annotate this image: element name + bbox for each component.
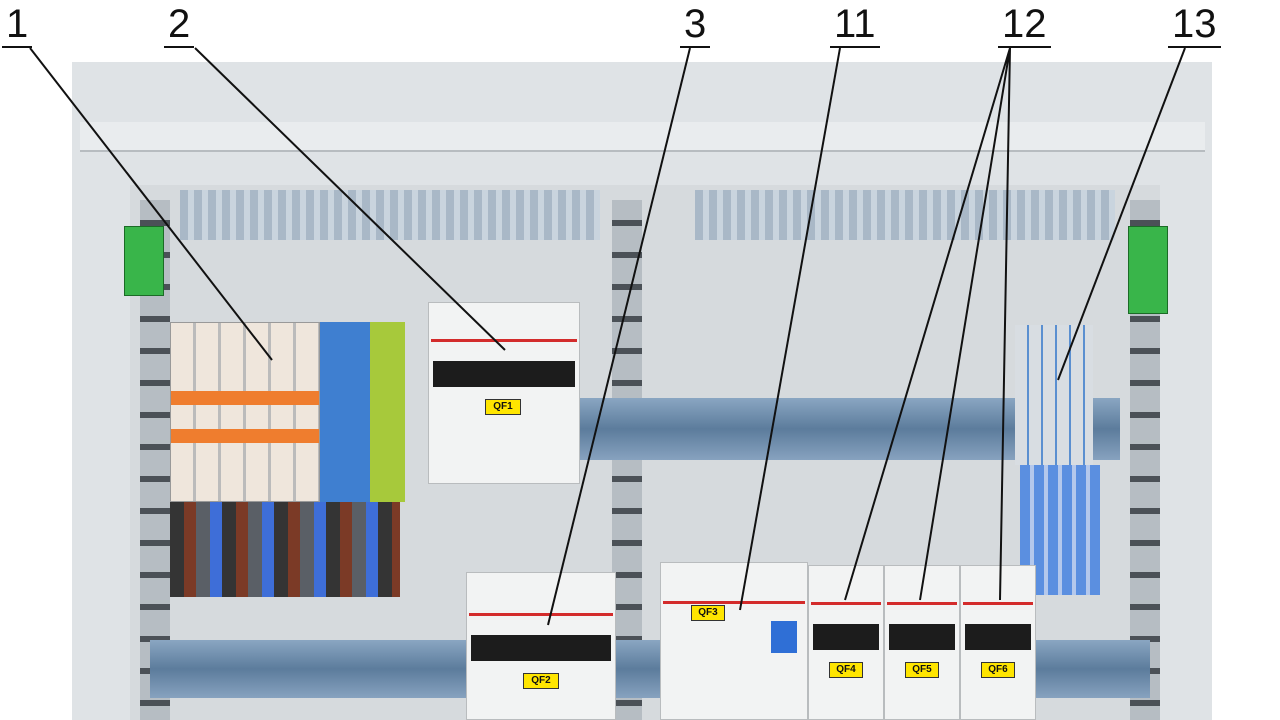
breaker-label: QF5 xyxy=(905,662,939,678)
callout-12: 12 xyxy=(998,2,1051,48)
callout-3: 3 xyxy=(680,2,711,48)
cable-duct-right xyxy=(695,190,1115,240)
breaker-qf4[interactable]: QF4 xyxy=(808,565,884,720)
breaker-label: QF4 xyxy=(829,662,863,678)
test-button[interactable] xyxy=(771,621,797,653)
leader-line-1 xyxy=(29,47,273,361)
mounting-rail-center xyxy=(612,200,642,720)
breaker-label: QF1 xyxy=(485,399,521,415)
breaker-qf1[interactable]: QF1 xyxy=(428,302,580,484)
callout-2: 2 xyxy=(164,2,195,48)
leader-line-12 xyxy=(844,47,1011,601)
terminal-block-ground xyxy=(370,322,405,502)
breaker-qf2[interactable]: QF2 xyxy=(466,572,616,720)
terminal-block-neutral xyxy=(320,322,370,502)
callout-13: 13 xyxy=(1168,2,1221,48)
leader-line-2 xyxy=(194,47,506,351)
breaker-qf6[interactable]: QF6 xyxy=(960,565,1036,720)
ground-clamp-right xyxy=(1128,226,1168,314)
callout-11: 11 xyxy=(830,2,880,48)
leader-line-11 xyxy=(739,47,841,611)
terminal-block-right xyxy=(1015,325,1093,465)
breaker-label: QF2 xyxy=(523,673,559,689)
callout-1: 1 xyxy=(2,2,33,48)
cable-duct-left xyxy=(180,190,600,240)
leader-line-3 xyxy=(547,47,691,626)
breaker-label: QF3 xyxy=(691,605,725,621)
top-frame xyxy=(80,122,1205,152)
leader-line-13 xyxy=(1057,47,1186,381)
wire-bundle-left xyxy=(170,502,400,597)
breaker-label: QF6 xyxy=(981,662,1015,678)
ground-clamp-left xyxy=(124,226,164,296)
terminal-block-phase xyxy=(170,322,320,502)
